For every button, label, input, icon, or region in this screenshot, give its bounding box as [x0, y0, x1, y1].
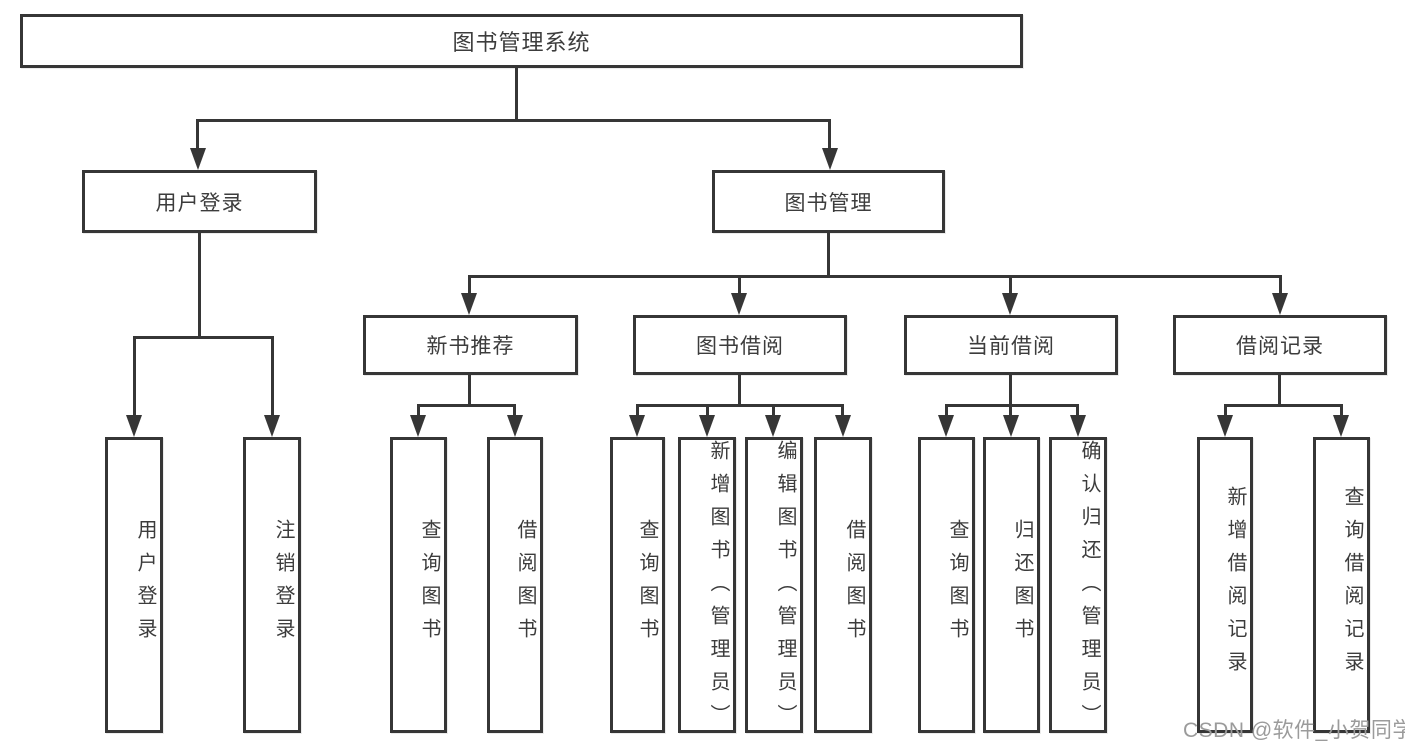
- leaf-query-books-current: 查询图书: [918, 437, 975, 733]
- leaf-query-borrow-record: 查询借阅记录: [1313, 437, 1370, 733]
- connector-line: [198, 233, 201, 337]
- leaf-query-books-recommend: 查询图书: [390, 437, 447, 733]
- arrow-down-icon: [1333, 415, 1349, 437]
- leaf-add-borrow-record: 新增借阅记录: [1197, 437, 1253, 733]
- connector-line: [1009, 404, 1012, 418]
- connector-line: [841, 404, 844, 418]
- connector-line: [515, 68, 518, 121]
- connector-line: [1224, 404, 1227, 418]
- connector-line: [1076, 404, 1079, 418]
- arrow-down-icon: [731, 293, 747, 315]
- arrow-down-icon: [1002, 293, 1018, 315]
- connector-line: [738, 275, 741, 295]
- leaf-return-books: 归还图书: [983, 437, 1040, 733]
- connector-line: [1009, 275, 1012, 295]
- leaf-borrow-books-recommend: 借阅图书: [487, 437, 543, 733]
- connector-line: [468, 375, 471, 406]
- arrow-down-icon: [507, 415, 523, 437]
- arrow-down-icon: [699, 415, 715, 437]
- arrow-down-icon: [264, 415, 280, 437]
- connector-line: [1340, 404, 1343, 418]
- arrow-down-icon: [126, 415, 142, 437]
- connector-line: [1224, 404, 1343, 407]
- node-user-login: 用户登录: [82, 170, 317, 233]
- arrow-down-icon: [835, 415, 851, 437]
- connector-line: [1279, 275, 1282, 295]
- arrow-down-icon: [938, 415, 954, 437]
- arrow-down-icon: [461, 293, 477, 315]
- csdn-watermark: CSDN @软件_小贺同学: [1183, 719, 1405, 742]
- leaf-edit-books-admin: 编辑图书（管理员）: [745, 437, 803, 737]
- connector-line: [468, 275, 471, 295]
- node-new-book-recommendation: 新书推荐: [363, 315, 578, 375]
- node-borrowing-records: 借阅记录: [1173, 315, 1387, 375]
- leaf-borrow-books: 借阅图书: [814, 437, 872, 733]
- connector-line: [196, 119, 831, 122]
- arrow-down-icon: [1003, 415, 1019, 437]
- node-library-management-system: 图书管理系统: [20, 14, 1023, 68]
- arrow-down-icon: [765, 415, 781, 437]
- arrow-down-icon: [1070, 415, 1086, 437]
- leaf-add-books-admin: 新增图书（管理员）: [678, 437, 736, 737]
- connector-line: [417, 404, 516, 407]
- node-book-management: 图书管理: [712, 170, 945, 233]
- leaf-query-books-borrow: 查询图书: [610, 437, 665, 733]
- leaf-confirm-return-admin: 确认归还（管理员）: [1049, 437, 1107, 737]
- connector-line: [772, 404, 775, 418]
- connector-line: [271, 336, 274, 416]
- connector-line: [133, 336, 136, 416]
- leaf-user-login: 用户登录: [105, 437, 163, 733]
- connector-line: [1009, 375, 1012, 406]
- connector-line: [196, 119, 199, 151]
- node-current-borrowing: 当前借阅: [904, 315, 1118, 375]
- connector-line: [706, 404, 709, 418]
- connector-line: [513, 404, 516, 418]
- arrow-down-icon: [629, 415, 645, 437]
- connector-line: [636, 404, 844, 407]
- connector-line: [468, 275, 1282, 278]
- connector-line: [636, 404, 639, 418]
- connector-line: [417, 404, 420, 418]
- connector-line: [945, 404, 1079, 407]
- connector-line: [828, 119, 831, 151]
- connector-line: [827, 233, 830, 278]
- arrow-down-icon: [1272, 293, 1288, 315]
- arrow-down-icon: [822, 148, 838, 170]
- connector-line: [1278, 375, 1281, 406]
- leaf-logout: 注销登录: [243, 437, 301, 733]
- arrow-down-icon: [1217, 415, 1233, 437]
- arrow-down-icon: [190, 148, 206, 170]
- connector-line: [945, 404, 948, 418]
- connector-line: [738, 375, 741, 406]
- node-book-borrowing: 图书借阅: [633, 315, 847, 375]
- arrow-down-icon: [410, 415, 426, 437]
- connector-line: [133, 336, 273, 339]
